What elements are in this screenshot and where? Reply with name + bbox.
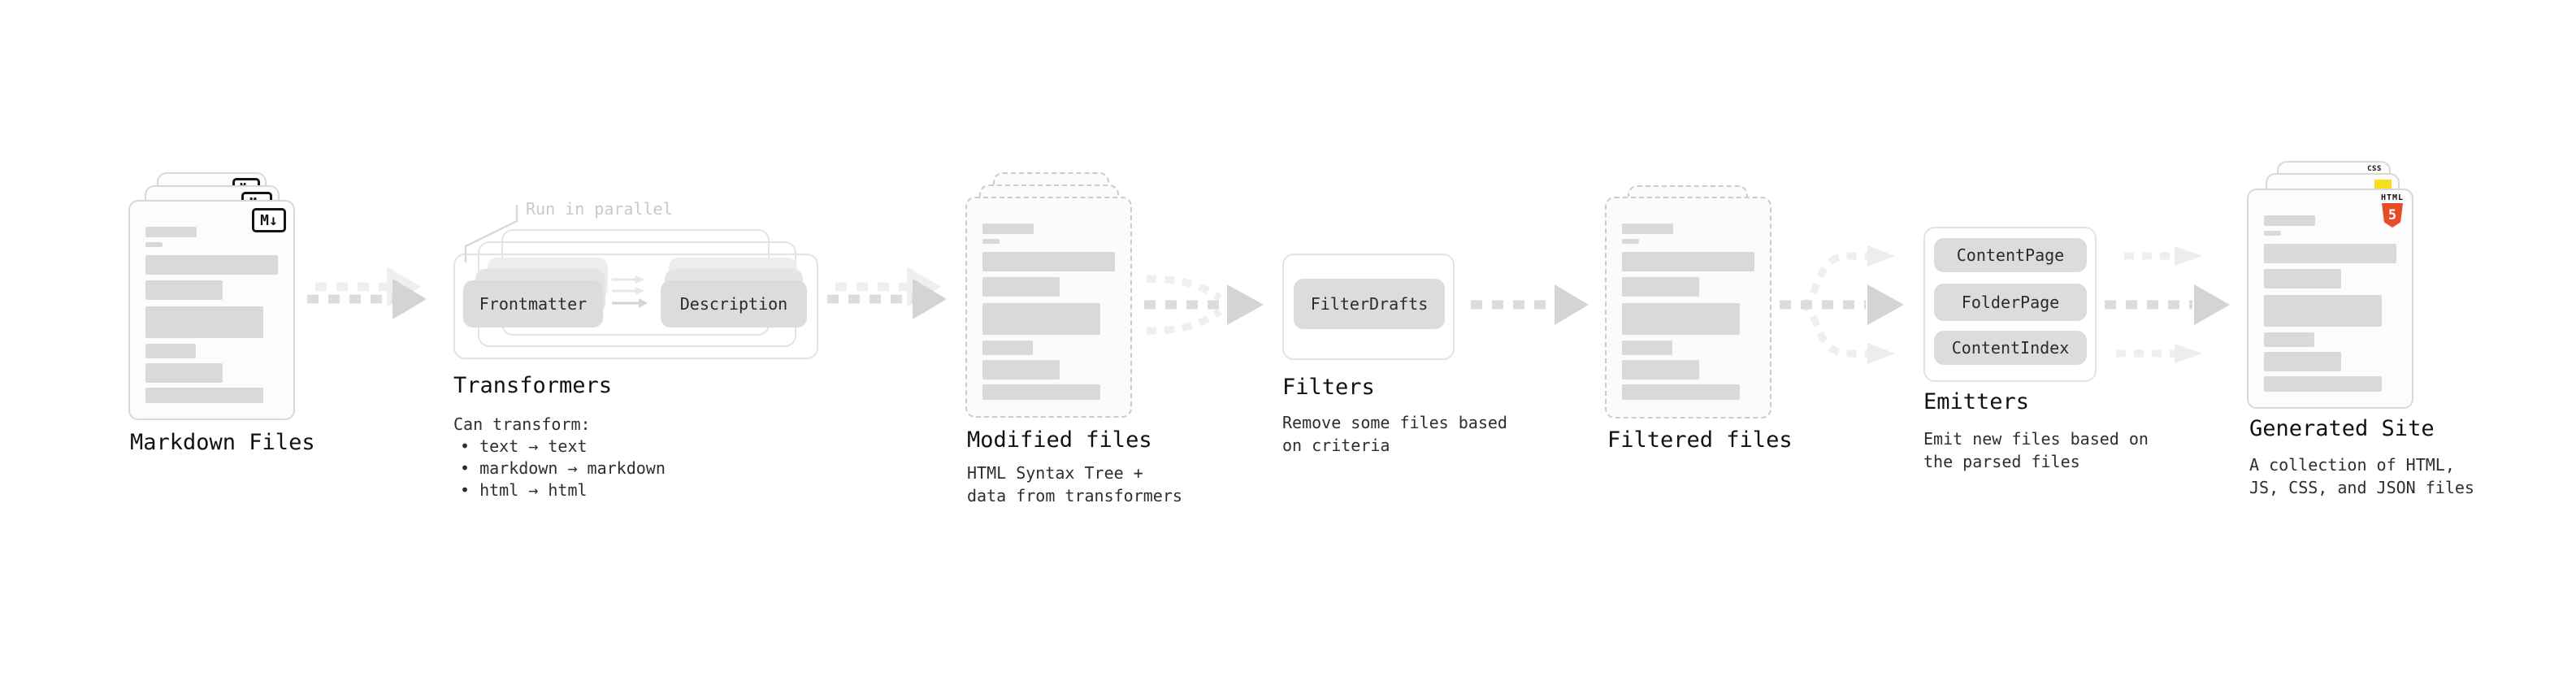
modified-files-desc-line2: data from transformers	[967, 486, 1182, 505]
transformer-step-arrows	[612, 275, 648, 308]
document-text-placeholder	[145, 202, 293, 419]
arrow-transformers-to-modified	[827, 267, 947, 319]
transformers-bullet: • text → text	[460, 436, 588, 456]
contentpage-box: ContentPage	[1934, 238, 2087, 272]
emitters-frame	[1923, 227, 2097, 382]
filtered-files-label: Filtered files	[1607, 427, 1793, 453]
transformers-desc-title: Can transform:	[453, 414, 591, 434]
transformers-bullet: • markdown → markdown	[460, 458, 666, 478]
arrow-filtered-to-emitters-split	[1780, 245, 1904, 364]
emitters-desc-line2: the parsed files	[1923, 452, 2080, 471]
filterdrafts-box: FilterDrafts	[1294, 279, 1445, 329]
filters-frame	[1282, 254, 1455, 360]
document-text-placeholder	[982, 198, 1130, 416]
generated-html-card: HTML 5	[2247, 189, 2413, 409]
folderpage-box: FolderPage	[1934, 284, 2087, 321]
modified-files-desc-line1: HTML Syntax Tree +	[967, 463, 1143, 483]
filters-label: Filters	[1282, 375, 1375, 400]
frontmatter-box: Frontmatter	[463, 280, 603, 327]
document-text-placeholder	[2264, 190, 2412, 407]
modified-file-card-front	[965, 197, 1132, 418]
annotation-leader-line	[464, 204, 518, 263]
transformers-bullet: • html → html	[460, 480, 588, 500]
filters-desc-line1: Remove some files based	[1282, 413, 1507, 432]
arrow-filters-to-filtered	[1471, 284, 1589, 325]
contentindex-box: ContentIndex	[1934, 331, 2087, 365]
markdown-icon: M↓	[252, 208, 286, 232]
description-box: Description	[661, 280, 807, 327]
arrow-emitters-to-generated	[2105, 246, 2230, 363]
html5-icon: HTML 5	[2381, 193, 2404, 228]
filtered-file-card-front	[1605, 197, 1772, 419]
document-text-placeholder	[1622, 198, 1770, 417]
generated-site-desc-line2: JS, CSS, and JSON files	[2249, 478, 2474, 497]
generated-site-label: Generated Site	[2249, 416, 2435, 441]
filters-desc-line2: on criteria	[1282, 436, 1390, 455]
markdown-files-label: Markdown Files	[130, 430, 315, 455]
emitters-desc-line1: Emit new files based on	[1923, 429, 2149, 449]
run-in-parallel-annotation: Run in parallel	[526, 199, 673, 219]
markdown-file-card-front: M↓	[128, 200, 295, 420]
arrow-modified-to-filters-merge	[1144, 275, 1264, 335]
transformers-label: Transformers	[453, 373, 613, 398]
arrow-markdown-to-transformers	[307, 267, 427, 319]
generated-site-desc-line1: A collection of HTML,	[2249, 455, 2455, 475]
emitters-label: Emitters	[1923, 389, 2030, 414]
modified-files-label: Modified files	[967, 427, 1152, 453]
transformers-frame-front	[453, 254, 818, 359]
